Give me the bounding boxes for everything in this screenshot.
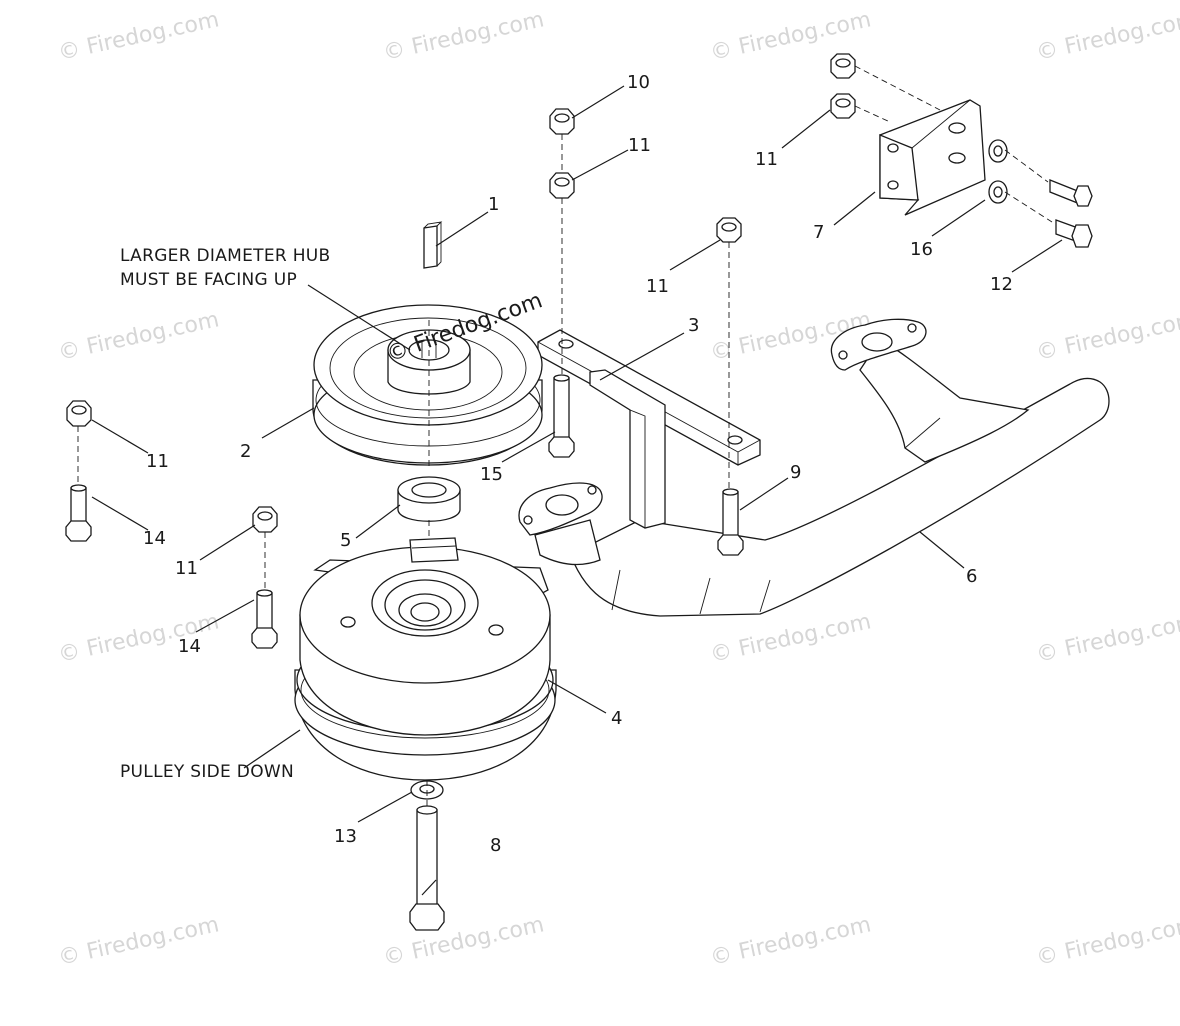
leader-lines bbox=[91, 85, 1063, 896]
bolts bbox=[65, 179, 1093, 649]
nut-11 bbox=[549, 172, 575, 199]
watermark: © Firedog.com bbox=[1034, 912, 1180, 970]
nut-10 bbox=[549, 108, 575, 135]
callout-11: 11 bbox=[628, 135, 651, 156]
callout-12: 12 bbox=[990, 274, 1013, 295]
callout-11: 11 bbox=[755, 149, 778, 170]
note-hub-line2: MUST BE FACING UP bbox=[120, 270, 297, 290]
electric-clutch bbox=[294, 537, 557, 781]
nut-11 bbox=[66, 400, 92, 427]
exhaust-pipe bbox=[518, 318, 1110, 617]
callout-8: 8 bbox=[490, 835, 501, 856]
nut-11 bbox=[716, 217, 742, 243]
upper-pulley bbox=[312, 304, 543, 466]
bracket-plate bbox=[879, 99, 986, 216]
watermark: © Firedog.com bbox=[708, 912, 873, 970]
bolt-9 bbox=[717, 488, 744, 556]
callout-10: 10 bbox=[627, 72, 650, 93]
bolt-12 bbox=[1049, 179, 1093, 207]
watermark: © Firedog.com bbox=[708, 609, 873, 667]
watermark: © Firedog.com bbox=[56, 7, 221, 65]
spacer bbox=[397, 476, 461, 522]
bolt-15 bbox=[548, 374, 575, 458]
callout-7: 7 bbox=[813, 222, 824, 243]
callouts: 1 2 3 4 5 6 7 8 9 10 11 11 11 11 11 12 1… bbox=[143, 72, 1013, 856]
watermarks: © Firedog.com © Firedog.com © Firedog.co… bbox=[56, 7, 1180, 970]
callout-11: 11 bbox=[175, 558, 198, 579]
note-hub-line1: LARGER DIAMETER HUB bbox=[120, 246, 331, 266]
callout-15: 15 bbox=[480, 464, 503, 485]
watermark: © Firedog.com bbox=[56, 307, 221, 365]
callout-11: 11 bbox=[646, 276, 669, 297]
callout-14: 14 bbox=[143, 528, 166, 549]
bolt-14 bbox=[251, 589, 278, 649]
watermark: © Firedog.com bbox=[1034, 7, 1180, 65]
bolt-12 bbox=[1055, 219, 1093, 248]
assembly-lines bbox=[77, 65, 1053, 808]
nut-11 bbox=[830, 93, 856, 119]
watermark: © Firedog.com bbox=[381, 912, 546, 970]
nut-11 bbox=[830, 53, 856, 79]
washers-16 bbox=[988, 139, 1008, 204]
nuts bbox=[66, 53, 856, 533]
notes: LARGER DIAMETER HUB MUST BE FACING UP PU… bbox=[120, 246, 331, 782]
callout-13: 13 bbox=[334, 826, 357, 847]
bolt-14 bbox=[65, 484, 92, 542]
callout-1: 1 bbox=[488, 194, 499, 215]
callout-2: 2 bbox=[240, 441, 251, 462]
key bbox=[423, 221, 443, 269]
note-pulley-side-down: PULLEY SIDE DOWN bbox=[120, 762, 294, 782]
callout-4: 4 bbox=[611, 708, 622, 729]
callout-6: 6 bbox=[966, 566, 977, 587]
mounting-bracket bbox=[537, 329, 761, 529]
callout-3: 3 bbox=[688, 315, 699, 336]
callout-14: 14 bbox=[178, 636, 201, 657]
callout-5: 5 bbox=[340, 530, 351, 551]
callout-11: 11 bbox=[146, 451, 169, 472]
callout-9: 9 bbox=[790, 462, 801, 483]
watermark: © Firedog.com bbox=[1034, 307, 1180, 365]
bolt-8 bbox=[409, 805, 445, 931]
callout-16: 16 bbox=[910, 239, 933, 260]
nut-11 bbox=[252, 506, 278, 533]
watermark: © Firedog.com bbox=[56, 912, 221, 970]
watermark: © Firedog.com bbox=[381, 7, 546, 65]
watermark: © Firedog.com bbox=[1034, 609, 1180, 667]
